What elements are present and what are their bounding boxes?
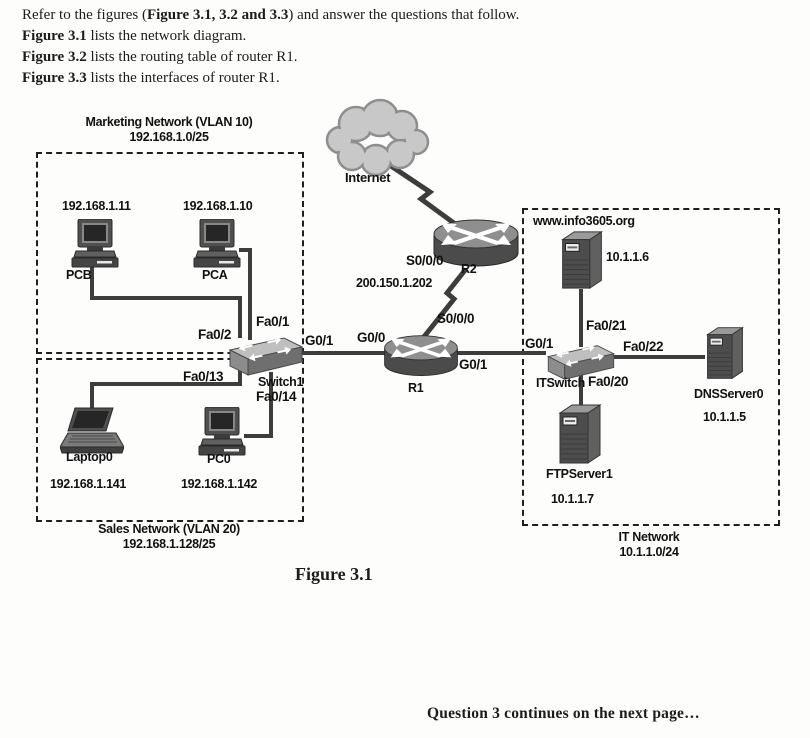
intro-line-2-bold: Figure 3.1 xyxy=(22,28,87,44)
switch1-name-label: Switch1 xyxy=(258,375,304,389)
itswitch-fa0-21-port-label: Fa0/21 xyxy=(586,318,627,333)
itswitch-fa0-20-port-label: Fa0/20 xyxy=(588,374,629,389)
laptop0-icon xyxy=(60,407,124,454)
sales-network-subnet: 192.168.1.128/25 xyxy=(122,537,216,551)
intro-line-2: Figure 3.1 lists the network diagram. xyxy=(22,26,519,47)
cable-laptop0-to-switch1 xyxy=(238,366,242,386)
sales-network-title: Sales Network (VLAN 20) 192.168.1.128/25 xyxy=(49,522,289,552)
www-server-name-label: www.info3605.org xyxy=(533,214,635,228)
pc0-ip-label: 192.168.1.142 xyxy=(181,477,258,491)
r1-serial-port-label: S0/0/0 xyxy=(437,311,475,326)
it-network-box xyxy=(522,208,780,526)
marketing-network-name: Marketing Network (VLAN 10) xyxy=(85,115,253,129)
marketing-network-subnet: 192.168.1.0/25 xyxy=(129,130,209,144)
r1-g0-0-port-label: G0/0 xyxy=(357,330,386,345)
switch1-fa0-14-port-label: Fa0/14 xyxy=(256,389,297,404)
marketing-network-title: Marketing Network (VLAN 10) 192.168.1.0/… xyxy=(49,115,289,145)
ftp-server-icon xyxy=(558,404,602,464)
intro-line-1-bold: Figure 3.1, 3.2 and 3.3 xyxy=(146,7,289,23)
cable-pc0-horizontal xyxy=(244,434,273,438)
router-r2-icon xyxy=(433,219,519,267)
cable-pca-horizontal xyxy=(239,248,252,252)
dns-server-ip-label: 10.1.1.5 xyxy=(703,410,746,424)
r2-name-label: R2 xyxy=(461,262,477,276)
laptop0-name-label: Laptop0 xyxy=(66,450,113,464)
pca-icon xyxy=(193,219,241,268)
pcb-name-label: PCB xyxy=(66,268,92,282)
intro-line-4-rest: lists the interfaces of router R1. xyxy=(86,70,280,86)
intro-line-3-rest: lists the routing table of router R1. xyxy=(86,49,298,65)
cable-pcb-horizontal xyxy=(90,296,242,300)
itswitch-fa0-22-port-label: Fa0/22 xyxy=(623,339,664,354)
internet-label: Internet xyxy=(345,170,391,185)
pca-ip-label: 192.168.1.10 xyxy=(183,199,253,213)
sales-network-name: Sales Network (VLAN 20) xyxy=(98,522,240,536)
cable-laptop0-up xyxy=(90,382,94,409)
cable-laptop0-horizontal xyxy=(90,382,242,386)
intro-line-1-post: ) and answer the questions that follow. xyxy=(288,7,520,23)
cable-switch1-r1 xyxy=(300,351,386,355)
switch1-fa0-1-port-label: Fa0/1 xyxy=(256,314,290,329)
dns-server-icon xyxy=(706,326,744,380)
intro-line-4: Figure 3.3 lists the interfaces of route… xyxy=(22,68,519,89)
it-network-subnet: 10.1.1.0/24 xyxy=(619,545,679,559)
cable-pcb-down xyxy=(90,265,94,300)
cable-itswitch-ftpserver1 xyxy=(579,374,583,406)
r2-serial-port-label: S0/0/0 xyxy=(406,253,444,268)
www-server-icon xyxy=(561,231,603,289)
ftp-server-ip-label: 10.1.1.7 xyxy=(551,492,594,506)
internet-cloud-icon xyxy=(325,98,430,177)
ftp-server-name-label: FTPServer1 xyxy=(546,467,613,481)
pcb-icon xyxy=(71,219,119,268)
page-continuation-note: Question 3 continues on the next page… xyxy=(427,705,700,722)
intro-line-3-bold: Figure 3.2 xyxy=(22,49,87,65)
intro-line-1: Refer to the figures (Figure 3.1, 3.2 an… xyxy=(22,5,519,26)
itswitch-name-label: ITSwitch xyxy=(536,376,585,390)
cable-wwwserver-itswitch xyxy=(579,289,583,347)
it-network-title: IT Network 10.1.1.0/24 xyxy=(549,530,749,560)
intro-line-1-pre: Refer to the figures ( xyxy=(22,7,147,23)
cable-pca-to-switch1 xyxy=(248,248,252,340)
figure-caption: Figure 3.1 xyxy=(295,564,373,584)
pc0-icon xyxy=(198,407,246,456)
r1-name-label: R1 xyxy=(408,381,424,395)
switch1-fa0-13-port-label: Fa0/13 xyxy=(183,369,224,384)
cable-pcb-to-switch1 xyxy=(238,296,242,338)
switch1-g0-1-port-label: G0/1 xyxy=(305,333,334,348)
dns-server-name-label: DNSServer0 xyxy=(694,387,764,401)
switch1-icon xyxy=(228,336,304,376)
router-r1-icon xyxy=(384,335,458,376)
switch1-fa0-2-port-label: Fa0/2 xyxy=(198,327,232,342)
intro-paragraph: Refer to the figures (Figure 3.1, 3.2 an… xyxy=(22,5,519,89)
cable-r1-itswitch xyxy=(452,351,546,355)
intro-line-3: Figure 3.2 lists the routing table of ro… xyxy=(22,47,519,68)
pca-name-label: PCA xyxy=(202,268,228,282)
itswitch-icon xyxy=(546,344,616,381)
cable-itswitch-dnsserver0 xyxy=(613,355,705,359)
r1-g0-1-port-label: G0/1 xyxy=(459,357,488,372)
r2-ip-label: 200.150.1.202 xyxy=(356,276,433,290)
pc0-name-label: PC0 xyxy=(207,452,231,466)
it-network-name: IT Network xyxy=(618,530,680,544)
itswitch-g0-1-port-label: G0/1 xyxy=(525,336,554,351)
pcb-ip-label: 192.168.1.11 xyxy=(62,199,131,213)
www-server-ip-label: 10.1.1.6 xyxy=(606,250,649,264)
marketing-network-box xyxy=(36,152,304,354)
intro-line-4-bold: Figure 3.3 xyxy=(22,70,87,86)
sales-network-box xyxy=(36,358,304,522)
laptop0-ip-label: 192.168.1.141 xyxy=(50,477,127,491)
cable-pc0-to-switch1 xyxy=(269,372,273,438)
intro-line-2-rest: lists the network diagram. xyxy=(86,28,247,44)
